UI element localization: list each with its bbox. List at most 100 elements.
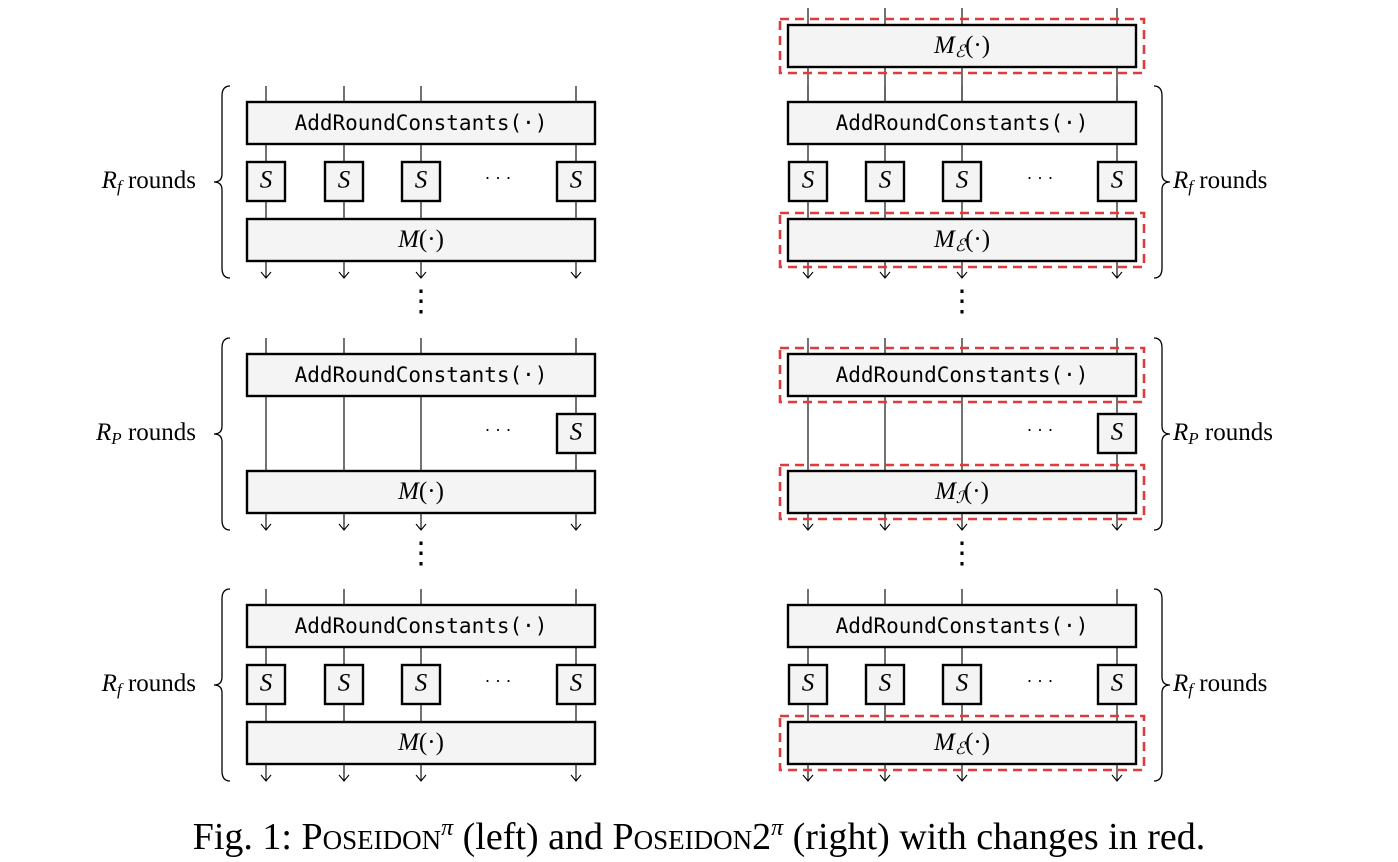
mix-box-left-group-2 <box>245 720 597 766</box>
poseidon-diagram: Mℰ(·) AddRoundConstants(·) S S S S · · · M(·) Rf… <box>95 8 1273 782</box>
arrow-right-group-2-1 <box>879 774 891 782</box>
sbox-right-group-1-0 <box>1096 412 1138 455</box>
mix-box-right-group-2 <box>786 720 1138 766</box>
brace-right-group-0 <box>1153 85 1171 279</box>
sbox-label-right-group-0-3: S <box>1111 167 1124 194</box>
caption-mid: (left) and <box>453 816 613 858</box>
arc-label-left-group-1: AddRoundConstants(·) <box>295 363 548 387</box>
initial-linear-layer-label: Mℰ(·) <box>933 32 990 61</box>
figure-caption: Fig. 1: Poseidonπ (left) and Poseidon2π … <box>0 815 1398 859</box>
mix-box-right-group-1 <box>786 469 1138 515</box>
round-label-left-group-2: Rf rounds <box>101 670 196 699</box>
arrow-right-group-1-1 <box>879 523 891 531</box>
sbox-label-right-group-2-1: S <box>879 670 892 697</box>
hdots-left-group-0: · · · <box>485 168 512 188</box>
sbox-label-left-group-0-3: S <box>570 167 583 194</box>
mix-label-right-group-2: Mℰ(·) <box>933 729 990 758</box>
arrow-left-group-1-3 <box>570 523 582 531</box>
arc-label-left-group-2: AddRoundConstants(·) <box>295 614 548 638</box>
caption-name-poseidon: Poseidon <box>301 816 442 858</box>
round-label-left-group-0: Rf rounds <box>101 167 196 196</box>
caption-name-poseidon2: Poseidon2 <box>612 816 772 858</box>
sbox-left-group-2-0 <box>245 663 287 706</box>
mix-change-highlight-right-group-2 <box>778 714 1146 772</box>
arc-label-right-group-2: AddRoundConstants(·) <box>836 614 1089 638</box>
arc-label-left-group-0: AddRoundConstants(·) <box>295 111 548 135</box>
brace-right-group-2 <box>1153 588 1171 782</box>
brace-left-group-2 <box>213 588 231 782</box>
round-label-left-group-1: RP rounds <box>95 419 196 448</box>
sbox-right-group-2-1 <box>864 663 906 706</box>
sbox-label-left-group-0-2: S <box>415 167 428 194</box>
arc-label-right-group-1: AddRoundConstants(·) <box>836 363 1089 387</box>
arc-box-left-group-1 <box>245 352 597 398</box>
sbox-label-left-group-2-3: S <box>570 670 583 697</box>
arc-box-right-group-1 <box>786 352 1138 398</box>
mix-change-highlight-right-group-0 <box>778 211 1146 269</box>
caption-sup-2: π <box>771 815 784 841</box>
vdots-right-0: ⋮ <box>947 285 977 318</box>
arc-box-left-group-2 <box>245 603 597 649</box>
brace-left-group-1 <box>213 337 231 531</box>
hdots-right-group-2: · · · <box>1027 671 1054 691</box>
hdots-left-group-2: · · · <box>485 671 512 691</box>
arrow-left-group-0-2 <box>415 271 427 279</box>
sbox-label-left-group-2-2: S <box>415 670 428 697</box>
sbox-left-group-2-2 <box>400 663 442 706</box>
arrow-right-group-0-1 <box>879 271 891 279</box>
sbox-right-group-0-1 <box>864 160 906 203</box>
vdots-left-1: ⋮ <box>406 537 436 570</box>
mix-label-left-group-1: M(·) <box>397 478 444 505</box>
sbox-left-group-0-0 <box>245 160 287 203</box>
mix-change-highlight-right-group-1 <box>778 463 1146 521</box>
round-label-right-group-1: RP rounds <box>1172 419 1273 448</box>
arrow-left-group-1-2 <box>415 523 427 531</box>
sbox-right-group-0-0 <box>787 160 829 203</box>
arrow-left-group-1-1 <box>338 523 350 531</box>
brace-right-group-1 <box>1153 337 1171 531</box>
sbox-label-right-group-0-1: S <box>879 167 892 194</box>
arc-change-highlight-right-group-1 <box>778 346 1146 404</box>
arrow-right-group-1-2 <box>956 523 968 531</box>
caption-suffix: (right) with changes in red. <box>783 816 1206 858</box>
mix-label-left-group-2: M(·) <box>397 729 444 756</box>
sbox-left-group-0-2 <box>400 160 442 203</box>
sbox-label-right-group-1-0: S <box>1111 419 1124 446</box>
arc-label-right-group-0: AddRoundConstants(·) <box>836 111 1089 135</box>
arrow-right-group-2-3 <box>1111 774 1123 782</box>
mix-label-right-group-0: Mℰ(·) <box>933 226 990 255</box>
sbox-label-left-group-1-0: S <box>570 419 583 446</box>
arrow-left-group-0-0 <box>260 271 272 279</box>
arrow-right-group-2-0 <box>802 774 814 782</box>
arrow-right-group-1-0 <box>802 523 814 531</box>
sbox-left-group-0-1 <box>323 160 365 203</box>
sbox-label-left-group-2-0: S <box>260 670 273 697</box>
arc-box-right-group-2 <box>786 603 1138 649</box>
vdots-right-1: ⋮ <box>947 537 977 570</box>
arrow-right-group-1-3 <box>1111 523 1123 531</box>
arrow-left-group-0-1 <box>338 271 350 279</box>
mix-box-left-group-1 <box>245 469 597 515</box>
caption-prefix: Fig. 1: <box>192 816 302 858</box>
hdots-right-group-0: · · · <box>1027 168 1054 188</box>
sbox-right-group-2-2 <box>941 663 983 706</box>
initial-linear-layer-box <box>786 23 1138 69</box>
sbox-label-right-group-2-0: S <box>802 670 815 697</box>
sbox-label-right-group-0-0: S <box>802 167 815 194</box>
caption-sup-1: π <box>441 815 454 841</box>
sbox-label-left-group-2-1: S <box>338 670 351 697</box>
arc-box-right-group-0 <box>786 100 1138 146</box>
arrow-left-group-2-1 <box>338 774 350 782</box>
sbox-label-right-group-2-3: S <box>1111 670 1124 697</box>
sbox-label-left-group-0-0: S <box>260 167 273 194</box>
sbox-right-group-2-3 <box>1096 663 1138 706</box>
sbox-left-group-2-1 <box>323 663 365 706</box>
arrow-right-group-0-0 <box>802 271 814 279</box>
sbox-right-group-2-0 <box>787 663 829 706</box>
arrow-right-group-0-3 <box>1111 271 1123 279</box>
arrow-right-group-0-2 <box>956 271 968 279</box>
sbox-label-left-group-0-1: S <box>338 167 351 194</box>
mix-box-right-group-0 <box>786 217 1138 263</box>
arrow-left-group-1-0 <box>260 523 272 531</box>
